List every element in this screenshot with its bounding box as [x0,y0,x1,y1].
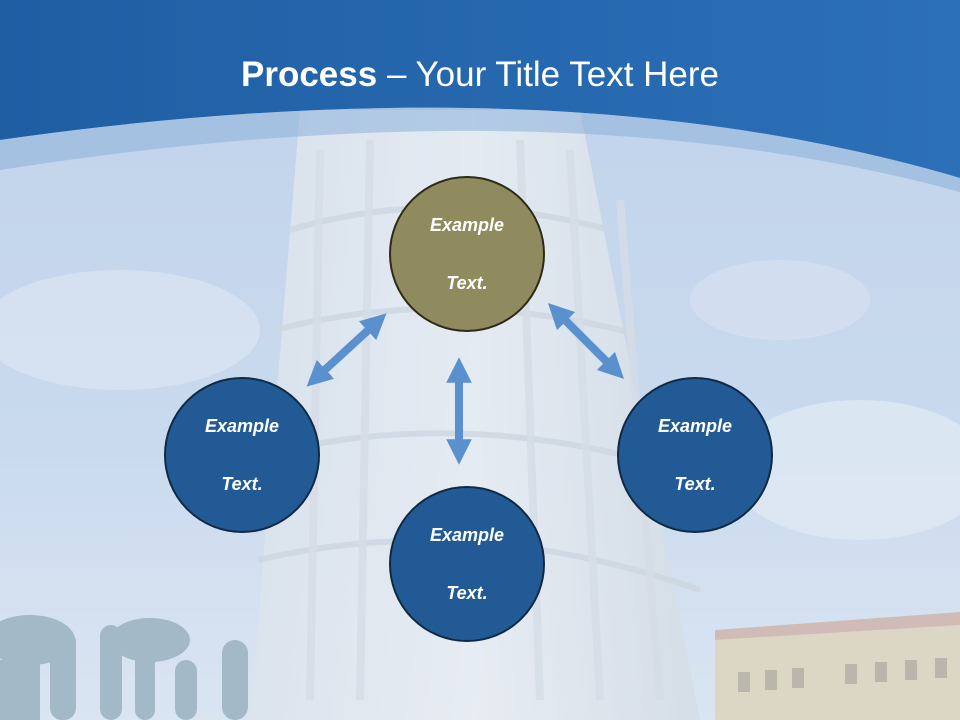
node-bottom-line2: Text. [446,582,488,603]
node-top-line1: Example [429,214,505,235]
title-bold-word: Process [241,55,378,94]
title-text: – Your Title Text Here [377,55,719,94]
page-title: Process – Your Title Text Here [0,50,960,100]
node-left-line2: Text. [221,473,263,494]
node-bottom-line1: Example [429,524,505,545]
node-left-line1: Example [204,415,280,436]
node-right-line1: Example [657,415,733,436]
node-right-line2: Text. [674,473,716,494]
node-top-line2: Text. [446,272,488,293]
